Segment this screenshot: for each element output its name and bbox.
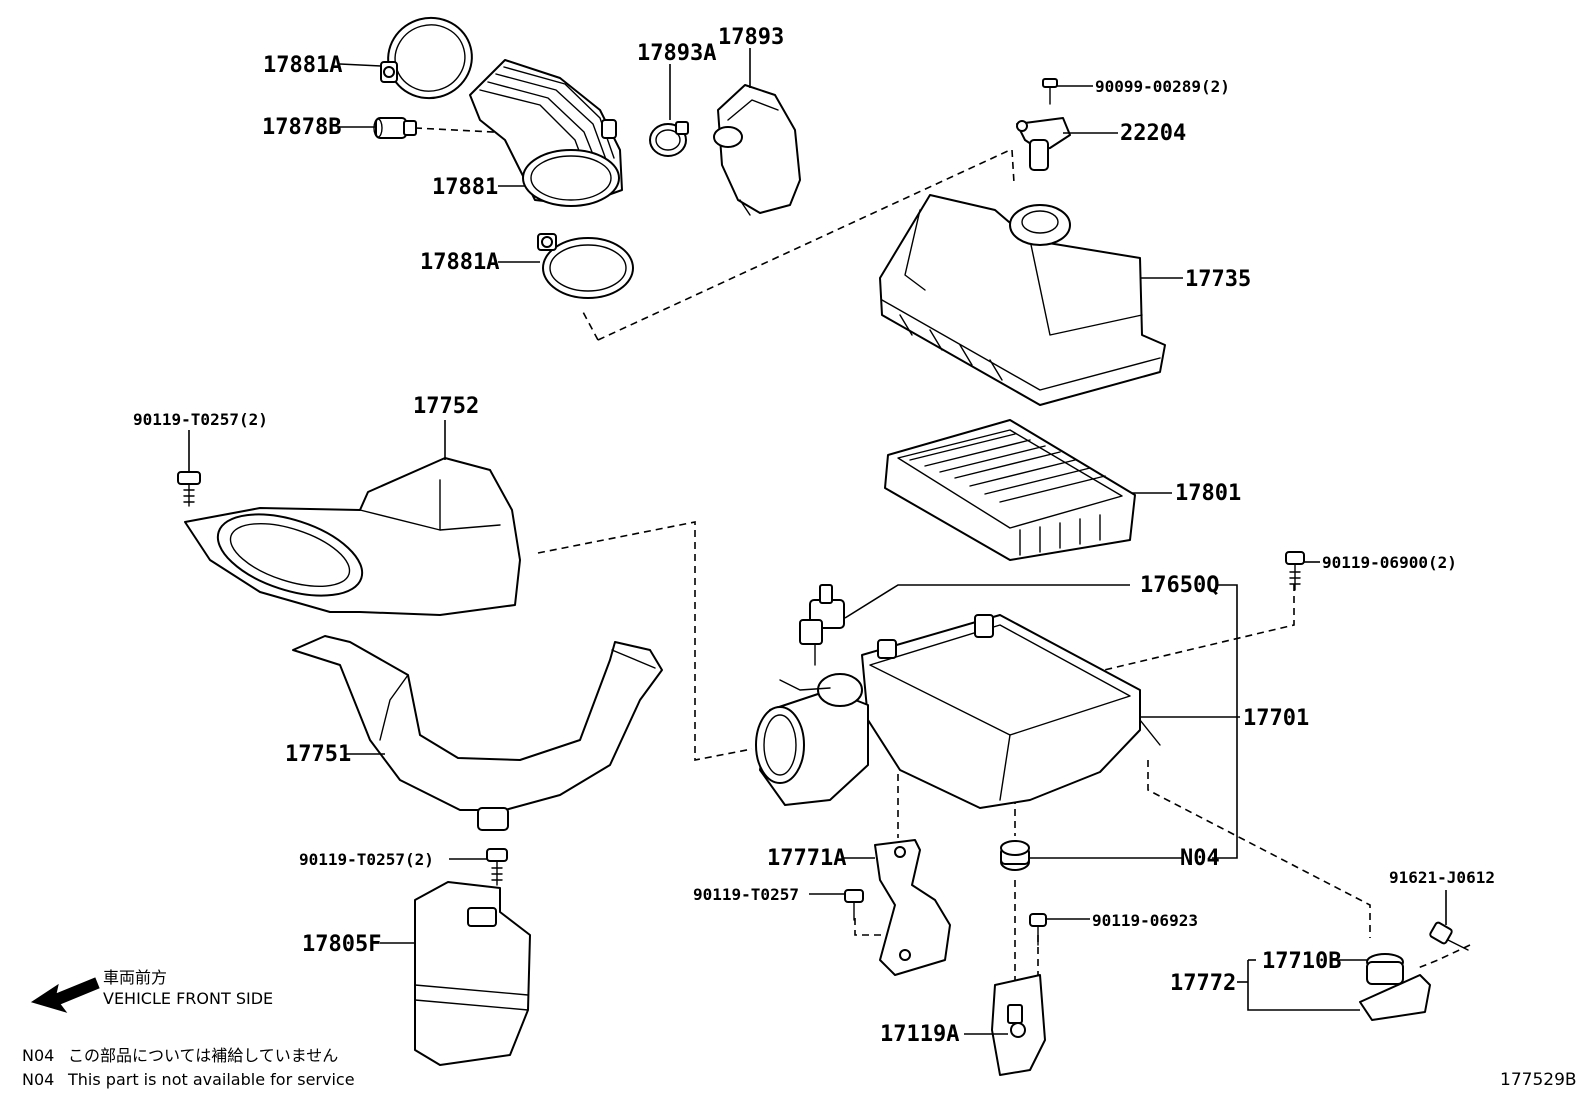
bolt-lower-center-drawing <box>1029 913 1047 946</box>
direction-arrow-icon <box>30 977 100 1013</box>
note-text-2: This part is not available for service <box>67 1070 355 1089</box>
bracket-lower-drawing <box>991 974 1046 1076</box>
note-text-1: この部品については補給していません <box>68 1046 338 1065</box>
callout-90119-06900[interactable]: 90119-06900(2) <box>1322 553 1457 572</box>
service-notes: N04 この部品については補給していません N04 This part is n… <box>22 1046 355 1089</box>
duct-drawing <box>292 635 663 831</box>
callout-17801[interactable]: 17801 <box>1175 481 1241 506</box>
callout-17710B[interactable]: 17710B <box>1262 949 1341 974</box>
callout-17701[interactable]: 17701 <box>1243 706 1309 731</box>
bolt-bracket-drawing <box>844 889 864 921</box>
callout-22204[interactable]: 22204 <box>1120 121 1186 146</box>
callout-17878B[interactable]: 17878B <box>262 115 341 140</box>
callout-17752[interactable]: 17752 <box>413 394 479 419</box>
cushion-bracket-drawing <box>1359 953 1431 1021</box>
callout-N04[interactable]: N04 <box>1180 846 1220 871</box>
callout-17650Q[interactable]: 17650Q <box>1140 573 1219 598</box>
callout-labels: 17881A 17878B 17881 17881A 17893A 17893 … <box>133 25 1495 1047</box>
resonator-lower-drawing <box>414 881 531 1066</box>
callout-90119-T0257-2-top[interactable]: 90119-T0257(2) <box>133 410 268 429</box>
callout-90099-00289[interactable]: 90099-00289(2) <box>1095 77 1230 96</box>
plug-drawing <box>373 117 417 139</box>
callout-90119-T0257[interactable]: 90119-T0257 <box>693 885 799 904</box>
bolt-far-right-drawing <box>1429 921 1469 951</box>
bolt-top-left-drawing <box>177 471 201 507</box>
note-code-2: N04 <box>22 1070 54 1089</box>
callout-17881A-bottom[interactable]: 17881A <box>420 250 499 275</box>
air-cleaner-cap-drawing <box>879 194 1166 406</box>
callout-17805F[interactable]: 17805F <box>302 932 381 957</box>
vsv-drawing <box>799 584 845 666</box>
screw-90099-drawing <box>1042 78 1058 105</box>
leader-lines <box>188 48 1447 1035</box>
callout-17119A[interactable]: 17119A <box>880 1022 959 1047</box>
direction-label-en: VEHICLE FRONT SIDE <box>103 989 273 1008</box>
small-clamp-drawing <box>649 121 689 157</box>
inlet-duct-drawing <box>184 457 521 616</box>
bolt-middle-drawing <box>486 848 508 886</box>
callout-17772[interactable]: 17772 <box>1170 971 1236 996</box>
callout-90119-06923[interactable]: 90119-06923 <box>1092 911 1198 930</box>
grommet-drawing <box>1000 840 1030 871</box>
air-flow-meter-drawing <box>1016 117 1071 171</box>
callout-17881[interactable]: 17881 <box>432 175 498 200</box>
callout-90119-T0257-2-middle[interactable]: 90119-T0257(2) <box>299 850 434 869</box>
air-cleaner-case-drawing <box>755 614 1161 809</box>
callout-17771A[interactable]: 17771A <box>767 846 846 871</box>
callout-17881A-top[interactable]: 17881A <box>263 53 342 78</box>
vehicle-front-direction: 車両前方 VEHICLE FRONT SIDE <box>30 968 273 1013</box>
intake-hose-drawing <box>469 59 623 207</box>
hose-clamp-top-drawing <box>380 16 473 100</box>
bracket-drawing <box>874 839 951 976</box>
callout-17751[interactable]: 17751 <box>285 742 351 767</box>
hose-clamp-bottom-drawing <box>537 233 634 299</box>
air-filter-element-drawing <box>884 419 1136 561</box>
direction-label-jp: 車両前方 <box>103 968 167 987</box>
callout-17735[interactable]: 17735 <box>1185 267 1251 292</box>
bolt-right-drawing <box>1285 551 1305 591</box>
assembly-dashed-lines <box>414 127 1471 980</box>
callout-17893[interactable]: 17893 <box>718 25 784 50</box>
note-code-1: N04 <box>22 1046 54 1065</box>
callout-91621-J0612[interactable]: 91621-J0612 <box>1389 868 1495 887</box>
figure-reference: 177529B <box>1500 1070 1577 1090</box>
callout-17893A[interactable]: 17893A <box>637 41 716 66</box>
resonator-drawing <box>713 84 801 216</box>
